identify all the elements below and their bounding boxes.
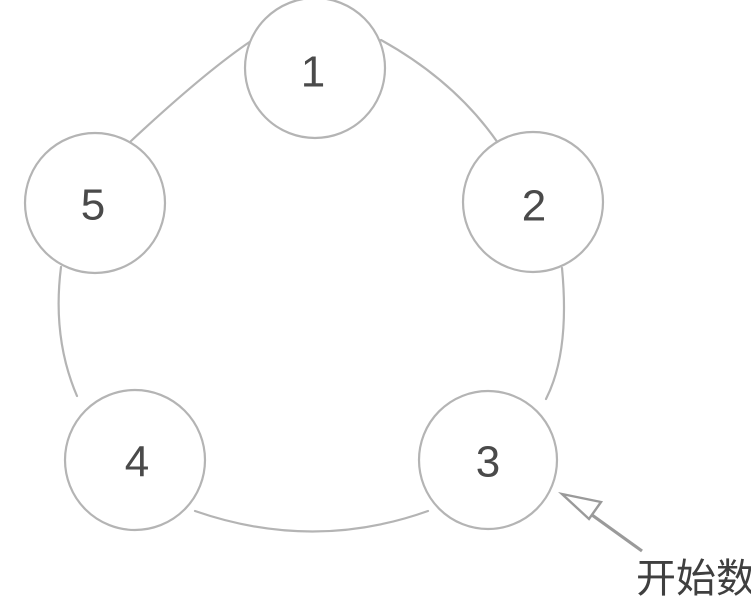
node-label-5: 5 [81,181,105,230]
node-group [23,0,605,532]
edge-1-to-2 [379,38,500,145]
start-pointer-arrow [558,491,643,553]
node-label-3: 3 [476,438,500,487]
edge-3-to-4 [193,509,430,533]
node-label-1: 1 [301,48,325,97]
edge-2-to-3 [544,266,566,401]
edge-4-to-5 [57,265,79,398]
arrow-shaft-line [591,513,643,553]
node-circle-2[interactable] [461,130,605,274]
node-circle-5[interactable] [23,131,167,275]
arrow-head-icon [558,491,604,521]
edge-group [57,38,566,533]
start-count-label: 开始数 [636,556,751,602]
node-label-4: 4 [125,438,149,487]
node-label-group: 1 2 3 4 5 [81,48,546,487]
edge-5-to-1 [129,39,253,143]
node-label-2: 2 [522,182,546,231]
node-circle-1[interactable] [243,0,387,140]
node-circle-4[interactable] [63,388,207,532]
node-circle-3[interactable] [417,389,559,531]
